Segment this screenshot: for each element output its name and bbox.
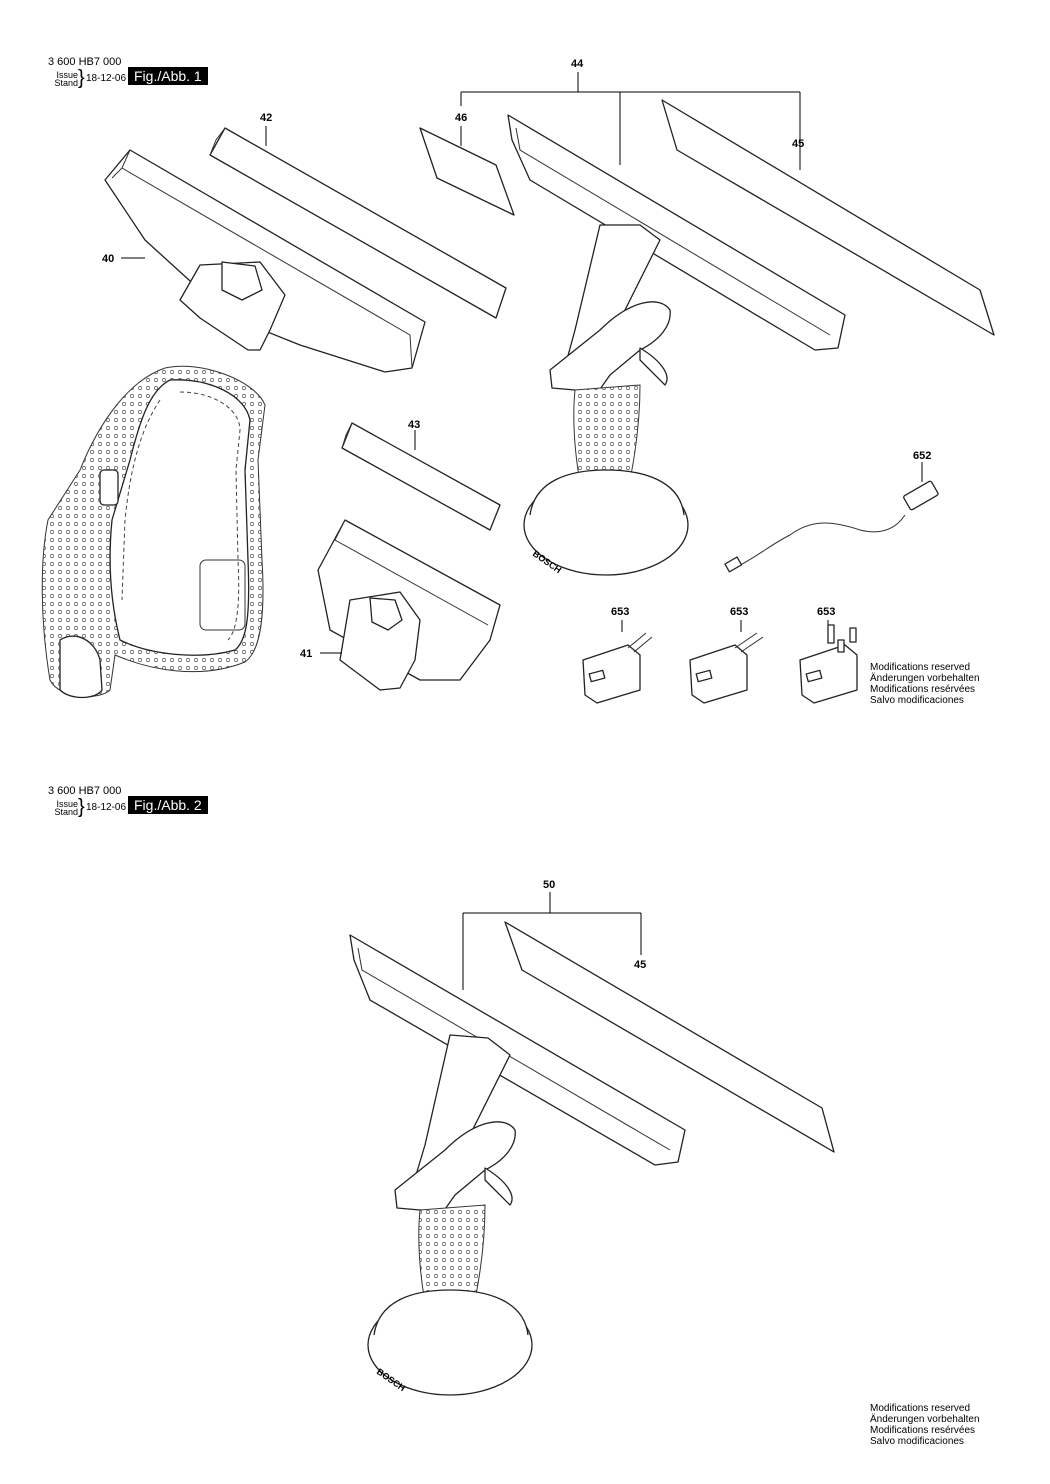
window-vacuum-main-unit: BOSCH [507,114,846,576]
brace-symbol: } [78,796,85,818]
bracket-50: 50 [462,879,642,990]
issue-date: 18-12-06 [86,73,127,84]
part-45-wiper-blade: 45 [504,921,835,1153]
label-42: 42 [260,112,272,124]
part-653-charger-eu-1: 653 [582,606,653,704]
part-46-small-blade: 46 [419,112,515,216]
doc-number: 3 600 HB7 000 [48,56,122,68]
doc-number: 3 600 HB7 000 [48,785,122,797]
figure-label: Fig./Abb. 2 [128,796,208,814]
label-41: 41 [300,648,312,660]
label-652: 652 [913,450,931,462]
part-42-wiper-blade-strip: 42 [209,112,507,319]
part-40-wiper-head: 40 [102,149,426,373]
issue-date: 18-12-06 [86,802,127,813]
window-vacuum-main-unit-fig2: BOSCH [349,934,686,1396]
part-41-small-wiper-head: 41 [300,519,501,691]
label-653: 653 [817,606,835,618]
part-43-wiper-blade-strip: 43 [341,419,501,531]
brace-symbol: } [78,67,85,89]
label-46: 46 [455,112,467,124]
part-652-charging-cable: 652 [724,450,939,573]
label-50: 50 [543,879,555,891]
part-45-wiper-blade: 45 [661,99,995,336]
bracket-44: 44 [460,58,801,170]
figure-label: Fig./Abb. 1 [128,67,208,85]
label-43: 43 [408,419,420,431]
device-housing-body [41,365,266,699]
part-653-charger-eu-2: 653 [689,606,764,704]
label-45: 45 [634,959,646,971]
label-40: 40 [102,253,114,265]
label-653: 653 [730,606,748,618]
label-45: 45 [792,138,804,150]
part-653-charger-uk: 653 [799,606,858,704]
label-653: 653 [611,606,629,618]
label-44: 44 [571,58,584,70]
